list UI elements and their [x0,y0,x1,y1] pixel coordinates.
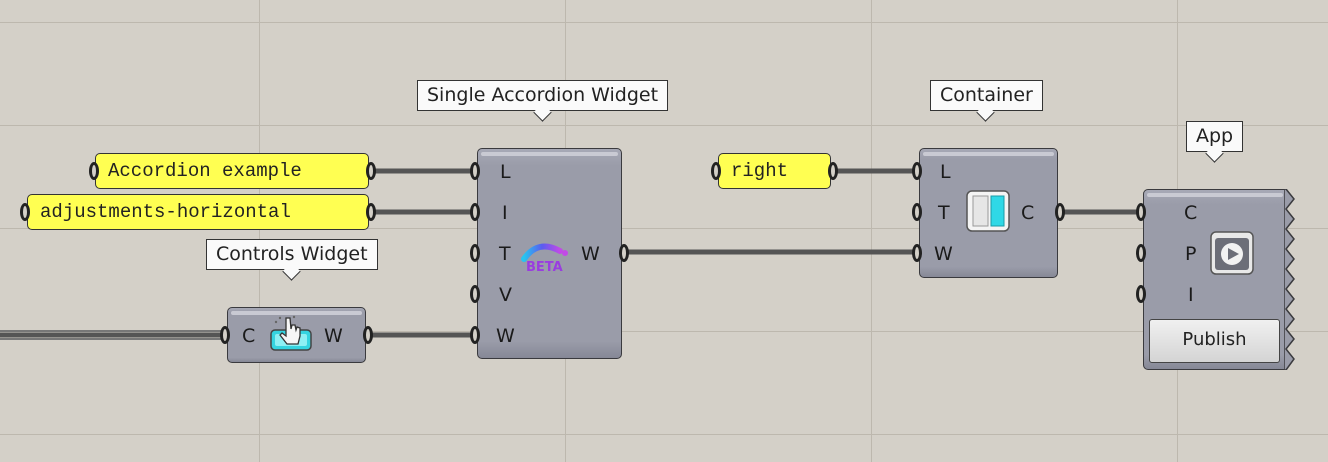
grid-line [259,0,260,462]
panel-input-grip[interactable] [20,203,30,221]
output-grip-w[interactable] [363,326,373,344]
panel-right[interactable]: right [718,153,831,189]
panel-output-grip[interactable] [366,162,376,180]
output-grip-c[interactable] [1055,203,1065,221]
panel-adjustments-horizontal[interactable]: adjustments-horizontal [27,194,369,230]
panel-output-grip[interactable] [828,162,838,180]
input-grip-t[interactable] [470,244,480,262]
tooltip-single-accordion: Single Accordion Widget [417,80,669,111]
svg-text:BETA: BETA [526,260,563,273]
input-param-i: I [1188,284,1194,306]
input-param-t: T [499,243,511,265]
input-grip-p[interactable] [1136,244,1146,262]
input-param-l: L [500,161,511,183]
beta-icon: BETA [521,243,568,273]
tooltip-container: Container [930,80,1043,111]
input-grip-i[interactable] [470,203,480,221]
column-layout-icon [966,190,1010,232]
publish-button[interactable]: Publish [1149,319,1280,363]
zigzag-edge [1284,189,1295,370]
input-grip-t[interactable] [912,203,922,221]
input-param-i: I [502,202,508,224]
input-param-c: C [242,325,256,347]
input-grip-w[interactable] [912,244,922,262]
input-grip-i[interactable] [1136,285,1146,303]
tooltip-app: App [1186,121,1244,152]
grid-line [0,434,1328,435]
input-param-w: W [934,243,953,265]
output-param-c: C [1021,202,1035,224]
output-param-w: W [581,243,600,265]
panel-input-grip[interactable] [711,162,721,180]
input-param-l: L [940,161,951,183]
panel-output-grip[interactable] [366,203,376,221]
controls-widget-component[interactable]: C W [227,307,366,363]
grid-line [871,0,872,462]
input-grip-w[interactable] [470,326,480,344]
play-icon [1210,231,1254,275]
grid-line [0,331,1328,332]
input-grip-v[interactable] [470,285,480,303]
input-grip-c[interactable] [1136,203,1146,221]
input-grip-c[interactable] [220,326,230,344]
tooltip-controls-widget: Controls Widget [206,239,378,270]
output-grip-w[interactable] [619,244,629,262]
input-param-t: T [938,202,950,224]
container-component[interactable]: L T W C [919,148,1058,278]
input-param-v: V [499,284,512,306]
input-grip-l[interactable] [470,162,480,180]
input-param-c: C [1184,202,1198,224]
input-param-w: W [496,325,515,347]
pointer-hand-icon [270,315,312,351]
single-accordion-widget-component[interactable]: L I T V W W BETA [477,148,622,359]
panel-accordion-example[interactable]: Accordion example [95,153,369,189]
grid-line [0,228,1328,229]
grid-line [0,125,1328,126]
input-grip-l[interactable] [912,162,922,180]
grid-line [0,22,1328,23]
panel-input-grip[interactable] [89,162,99,180]
input-param-p: P [1185,243,1197,265]
output-param-w: W [324,325,343,347]
